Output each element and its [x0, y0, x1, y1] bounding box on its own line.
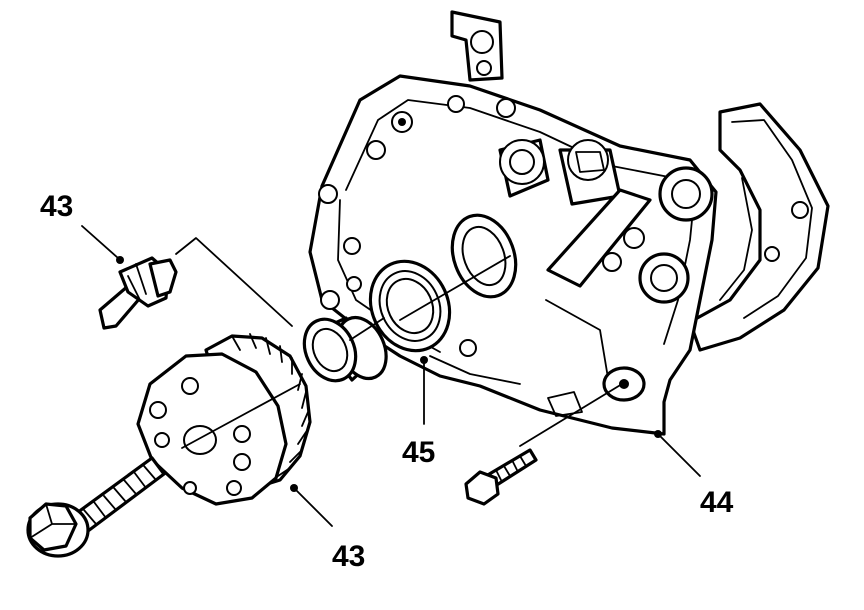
- assembly-axis-lines: [175, 237, 623, 449]
- leader-lines: [81, 225, 701, 527]
- right-gasket-plate: [688, 102, 830, 352]
- callout-label-oil-pressure-sender: 43: [40, 190, 73, 223]
- spacer-ring: [302, 315, 388, 383]
- timing-pulley: [136, 333, 312, 506]
- callout-label-housing: 44: [700, 486, 734, 519]
- pulley-bolt: [26, 456, 166, 558]
- housing-body: [308, 74, 718, 436]
- top-bracket: [450, 10, 504, 82]
- housing-screw: [464, 448, 538, 506]
- housing: [308, 10, 830, 436]
- callout-label-timing-pulley: 43: [332, 540, 365, 573]
- oil-seal: [368, 259, 452, 353]
- callout-label-oil-seal: 45: [402, 436, 435, 469]
- oil-pressure-sender: [98, 256, 178, 330]
- callout-labels: 43 43 45 44: [40, 190, 734, 573]
